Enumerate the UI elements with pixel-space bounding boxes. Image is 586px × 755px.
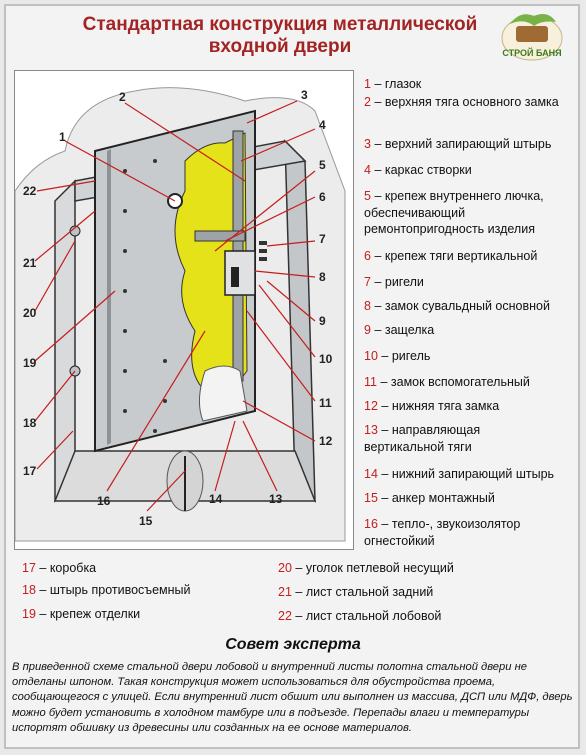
callout-12: 12 (319, 434, 333, 448)
callout-8: 8 (319, 270, 326, 284)
callout-18: 18 (23, 416, 37, 430)
callout-14: 14 (209, 492, 223, 506)
advice-text: В приведенной схеме стальной двери лобов… (12, 661, 573, 734)
legend-item-22: 22 – лист стальной лобовой (278, 609, 442, 623)
door-drawing: 1 2 3 4 5 6 7 8 9 10 11 12 13 14 15 16 1… (14, 87, 346, 542)
callout-19: 19 (23, 356, 37, 370)
advice-title: Совет эксперта (225, 636, 361, 653)
callout-3: 3 (301, 88, 308, 102)
logo-text: СТРОЙ БАНЯ (502, 47, 561, 58)
callout-5: 5 (319, 158, 326, 172)
callout-16: 16 (97, 494, 111, 508)
legend-item-19: 19 – крепеж отделки (22, 607, 141, 621)
legend-item-15: 15 – анкер монтажный (364, 491, 495, 505)
title-line-1: Стандартная конструкция металлической (82, 14, 478, 35)
callout-17: 17 (23, 464, 37, 478)
legend-item-3: 3 – верхний запирающий штырь (364, 137, 552, 151)
callout-11: 11 (319, 396, 332, 410)
legend-item-20: 20 – уголок петлевой несущий (278, 561, 454, 575)
legend-item-6: 6 – крепеж тяги вертикальной (364, 249, 538, 263)
lower-cutaway (199, 365, 248, 422)
legend-item-9: 9 – защелка (364, 323, 435, 337)
callout-20: 20 (23, 306, 37, 320)
title-line-2: входной двери (208, 36, 352, 57)
page-title: Стандартная конструкция металлической вх… (60, 14, 500, 58)
legend-item-18: 18 – штырь противосъемный (22, 583, 191, 597)
callout-leaders (34, 100, 316, 512)
legend-item-5: 5 – крепеж внутреннего лючка, обеспечива… (364, 189, 544, 236)
legend-item-16: 16 – тепло-, звукоизолятор огнестойкий (364, 517, 521, 548)
callout-22: 22 (23, 184, 37, 198)
legend-item-11: 11 – замок вспомогательный (364, 375, 530, 389)
legend-item-8: 8 – замок сувальдный основной (364, 299, 550, 313)
legend-item-13: 13 – направляющая вертикальной тяги (364, 423, 481, 454)
legend-item-1: 1 – глазок (364, 77, 422, 91)
bolt-3 (259, 257, 267, 261)
legend-item-14: 14 – нижний запирающий штырь (364, 467, 555, 481)
callout-2: 2 (119, 90, 126, 104)
callout-numbers: 1 2 3 4 5 6 7 8 9 10 11 12 13 14 15 16 1… (23, 88, 333, 528)
bolt-2 (259, 249, 267, 253)
bolt-1 (259, 241, 267, 245)
callout-15: 15 (139, 514, 153, 528)
legend-item-2: 2 – верхняя тяга основного замка (364, 95, 559, 109)
callout-21: 21 (23, 256, 37, 270)
logo: СТРОЙ БАНЯ (501, 14, 563, 61)
leaves-icon (510, 14, 556, 26)
callout-6: 6 (319, 190, 326, 204)
insulation-cutaway (174, 132, 248, 394)
rod-cross-bar (194, 230, 246, 242)
callout-10: 10 (319, 352, 333, 366)
callout-4: 4 (319, 118, 326, 132)
legend-item-17: 17 – коробка (22, 561, 97, 575)
callout-7: 7 (319, 232, 326, 246)
callout-1: 1 (59, 130, 66, 144)
anti-removal-pin-top (69, 225, 81, 237)
main-lock (224, 250, 256, 296)
callout-9: 9 (319, 314, 326, 328)
legend-item-21: 21 – лист стальной задний (278, 585, 434, 599)
bucket-icon (516, 26, 548, 42)
rivets (123, 159, 167, 433)
legend-item-4: 4 – каркас створки (364, 163, 472, 177)
legend-item-7: 7 – ригели (364, 275, 424, 289)
lock-cylinder (231, 267, 239, 287)
legend-item-12: 12 – нижняя тяга замка (364, 399, 500, 413)
door-diagram: 1 2 3 4 5 6 7 8 9 10 11 12 13 14 15 16 1… (14, 70, 354, 550)
callout-13: 13 (269, 492, 283, 506)
legend-item-10: 10 – ригель (364, 349, 431, 363)
